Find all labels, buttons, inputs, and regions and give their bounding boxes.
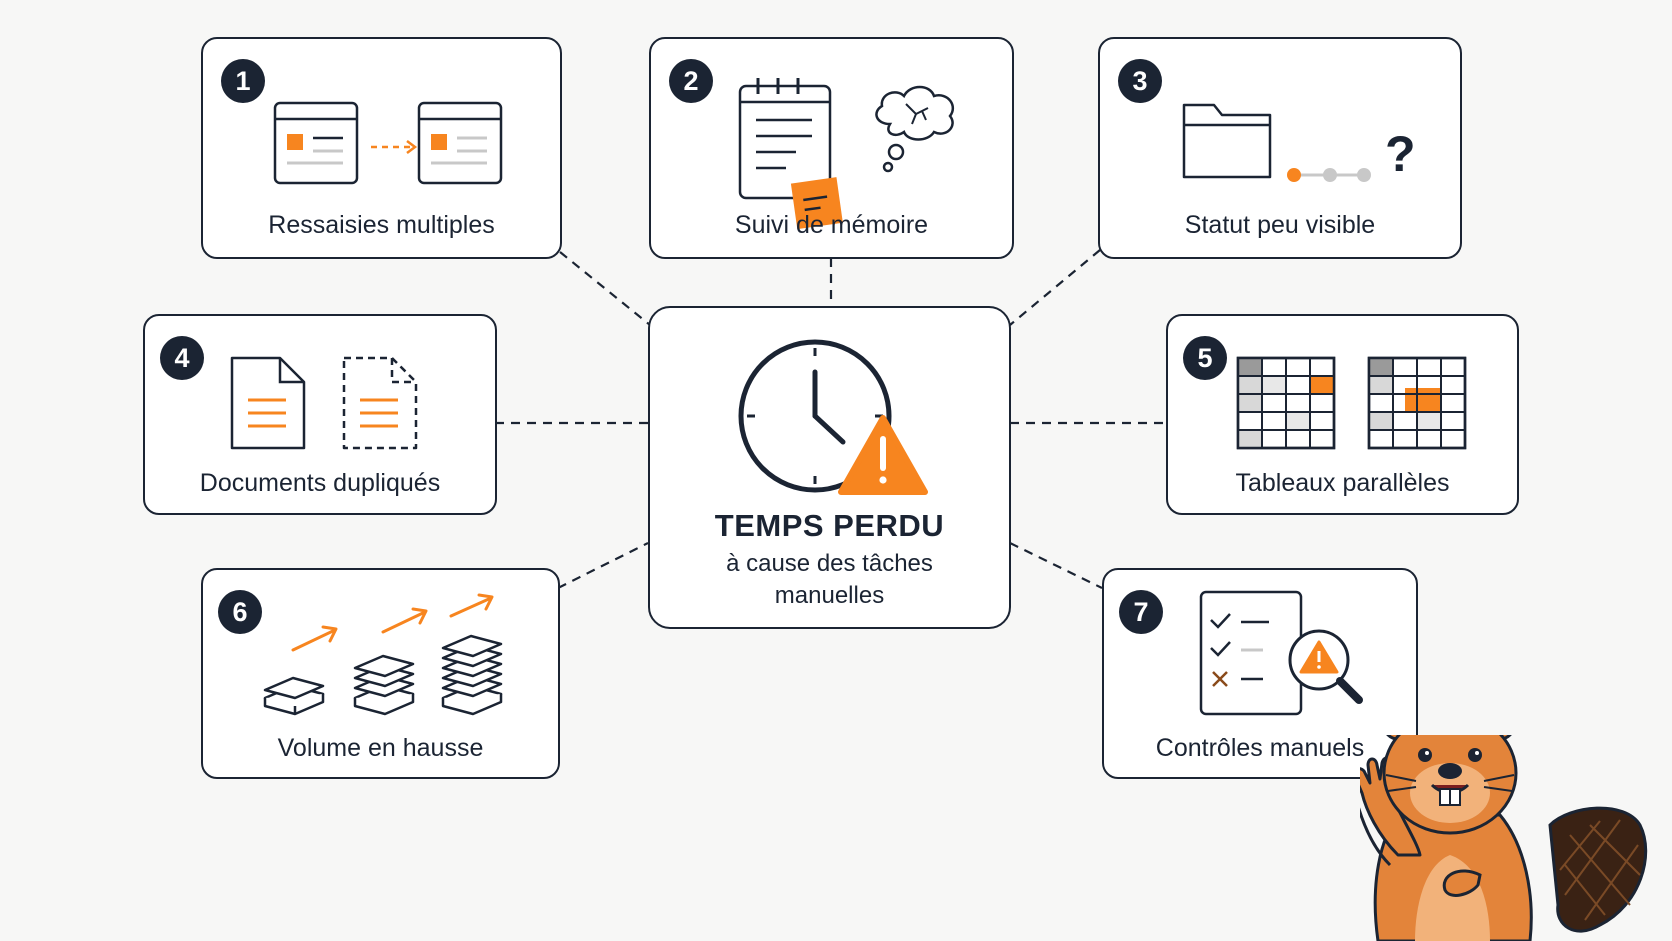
card-label: Suivi de mémoire bbox=[734, 211, 929, 239]
card-suivi-de-memoire: 2 Suivi de mémoire bbox=[649, 37, 1014, 259]
notepad-thought-icon bbox=[738, 78, 955, 230]
card-ressaisies-multiples: 1 Ressaisies multiples bbox=[201, 37, 562, 259]
card-documents-dupliques: 4 Documents dupliqués bbox=[143, 314, 497, 515]
card-label: Statut peu visible bbox=[1184, 211, 1376, 239]
card-number-badge: 2 bbox=[669, 59, 713, 103]
card-statut-peu-visible: 3 ? Statut peu visible bbox=[1098, 37, 1462, 259]
card-volume-en-hausse: 6 Volume en hausse bbox=[201, 568, 560, 779]
card-number-badge: 6 bbox=[218, 590, 262, 634]
card-number-badge: 7 bbox=[1119, 590, 1163, 634]
svg-text:?: ? bbox=[1385, 126, 1416, 182]
card-label: Contrôles manuels bbox=[1155, 734, 1365, 762]
card-label: Ressaisies multiples bbox=[268, 211, 495, 239]
center-card: TEMPS PERDU à cause des tâches manuelles bbox=[648, 306, 1011, 629]
center-subtitle-line1: à cause des tâches bbox=[726, 550, 933, 577]
card-number-badge: 1 bbox=[221, 59, 265, 103]
card-label: Volume en hausse bbox=[277, 734, 484, 762]
rising-stacks-icon bbox=[263, 593, 503, 716]
card-number-badge: 5 bbox=[1183, 336, 1227, 380]
parallel-spreadsheets-icon bbox=[1236, 356, 1467, 450]
retyping-forms-icon bbox=[273, 101, 503, 185]
duplicate-documents-icon bbox=[230, 356, 418, 450]
card-number-badge: 3 bbox=[1118, 59, 1162, 103]
card-tableaux-paralleles: 5 bbox=[1166, 314, 1519, 515]
clock-warning-icon bbox=[738, 339, 928, 495]
center-title: TEMPS PERDU bbox=[714, 508, 945, 543]
card-number-badge: 4 bbox=[160, 336, 204, 380]
card-label: Documents dupliqués bbox=[199, 469, 441, 497]
center-subtitle-line2: manuelles bbox=[774, 582, 885, 609]
center-subtitle: à cause des tâches manuelles bbox=[650, 548, 1009, 612]
folder-question-icon: ? bbox=[1182, 103, 1416, 182]
manual-checklist-icon bbox=[1199, 590, 1363, 716]
card-controles-manuels: 7 Contrôles manuels bbox=[1102, 568, 1418, 779]
beaver-mascot-icon bbox=[1360, 735, 1648, 941]
card-label: Tableaux parallèles bbox=[1235, 469, 1450, 497]
